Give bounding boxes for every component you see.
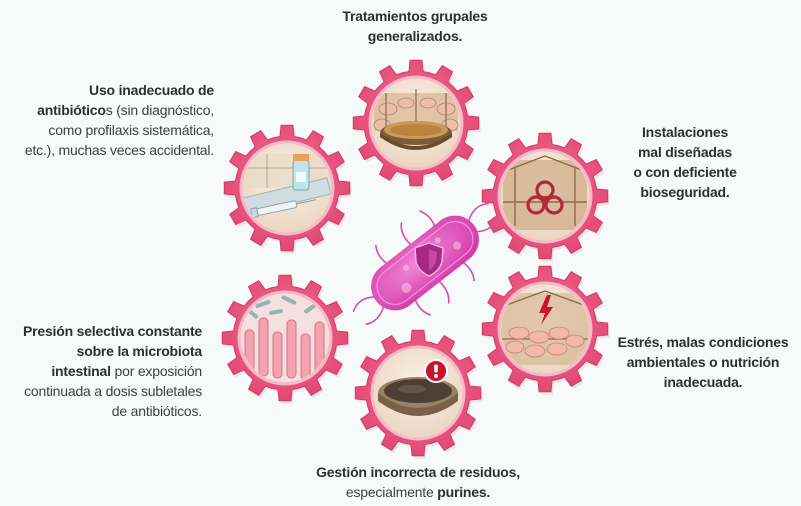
label-top-line2: generalizados. [367,28,463,44]
label-top-left: Uso inadecuado de antibióticos (sin diag… [10,80,214,160]
label-bottom: Gestión incorrecta de residuos, especial… [280,462,556,502]
gear-bottom-left [221,274,350,404]
label-top-left-line3: como profilaxis sistemática, [48,122,214,138]
label-top-right-line4: bioseguridad. [640,184,730,200]
label-bottom-right-line3: inadecuada. [663,374,743,390]
label-bottom-left-line3-normal: por exposición [110,363,203,379]
label-top-right-line1: Instalaciones [641,124,729,140]
label-top-left-line1: Uso inadecuado de [89,82,214,98]
label-top-right-line2: mal diseñadas [638,144,732,160]
label-bottom-left-line5: de antibióticos. [111,403,202,419]
label-top-left-line2-bold: antibiótico [37,102,106,118]
label-bottom-left: Presión selectiva constante sobre la mic… [4,321,202,421]
gear-top-right [481,132,610,262]
label-bottom-line2-normal: especialmente [345,484,438,500]
syringe-vial-icon [243,154,331,219]
exclamation-icon [424,359,448,383]
label-top-right: Instalaciones mal diseñadas o con defici… [610,122,760,202]
gear-bottom-right [481,265,610,395]
gear-bottom [354,329,483,459]
trough-pigs-icon [373,89,459,150]
label-top-line1: Tratamientos grupales [342,8,488,24]
label-bottom-left-line2: sobre la microbiota [76,343,203,359]
label-top: Tratamientos grupales generalizados. [300,6,530,46]
label-bottom-left-line4: continuada a dosis subletales [24,383,202,399]
slurry-pit-icon [378,359,458,416]
label-bottom-left-line1: Presión selectiva constante [22,323,202,339]
label-top-left-line4: etc.), muchas veces accidental. [24,142,214,158]
gear-top [352,59,481,189]
biohazard-barn-icon [502,155,588,230]
lightning-icon [539,295,553,325]
bacterium-shield-icon [352,202,499,325]
label-bottom-line1: Gestión incorrecta de residuos, [316,464,520,480]
label-bottom-left-line3-bold: intestinal [51,363,111,379]
label-top-left-line2-normal: s (sin diagnóstico, [105,102,214,118]
label-bottom-right-line2: ambientales o nutrición [626,354,780,370]
stressed-pigs-icon [501,290,589,365]
gear-top-left [223,124,352,254]
label-bottom-right: Estrés, malas condiciones ambientales o … [612,332,794,392]
label-top-right-line3: o con deficiente [633,164,737,180]
label-bottom-line2-bold: purines. [437,484,491,500]
label-bottom-right-line1: Estrés, malas condiciones [617,334,789,350]
